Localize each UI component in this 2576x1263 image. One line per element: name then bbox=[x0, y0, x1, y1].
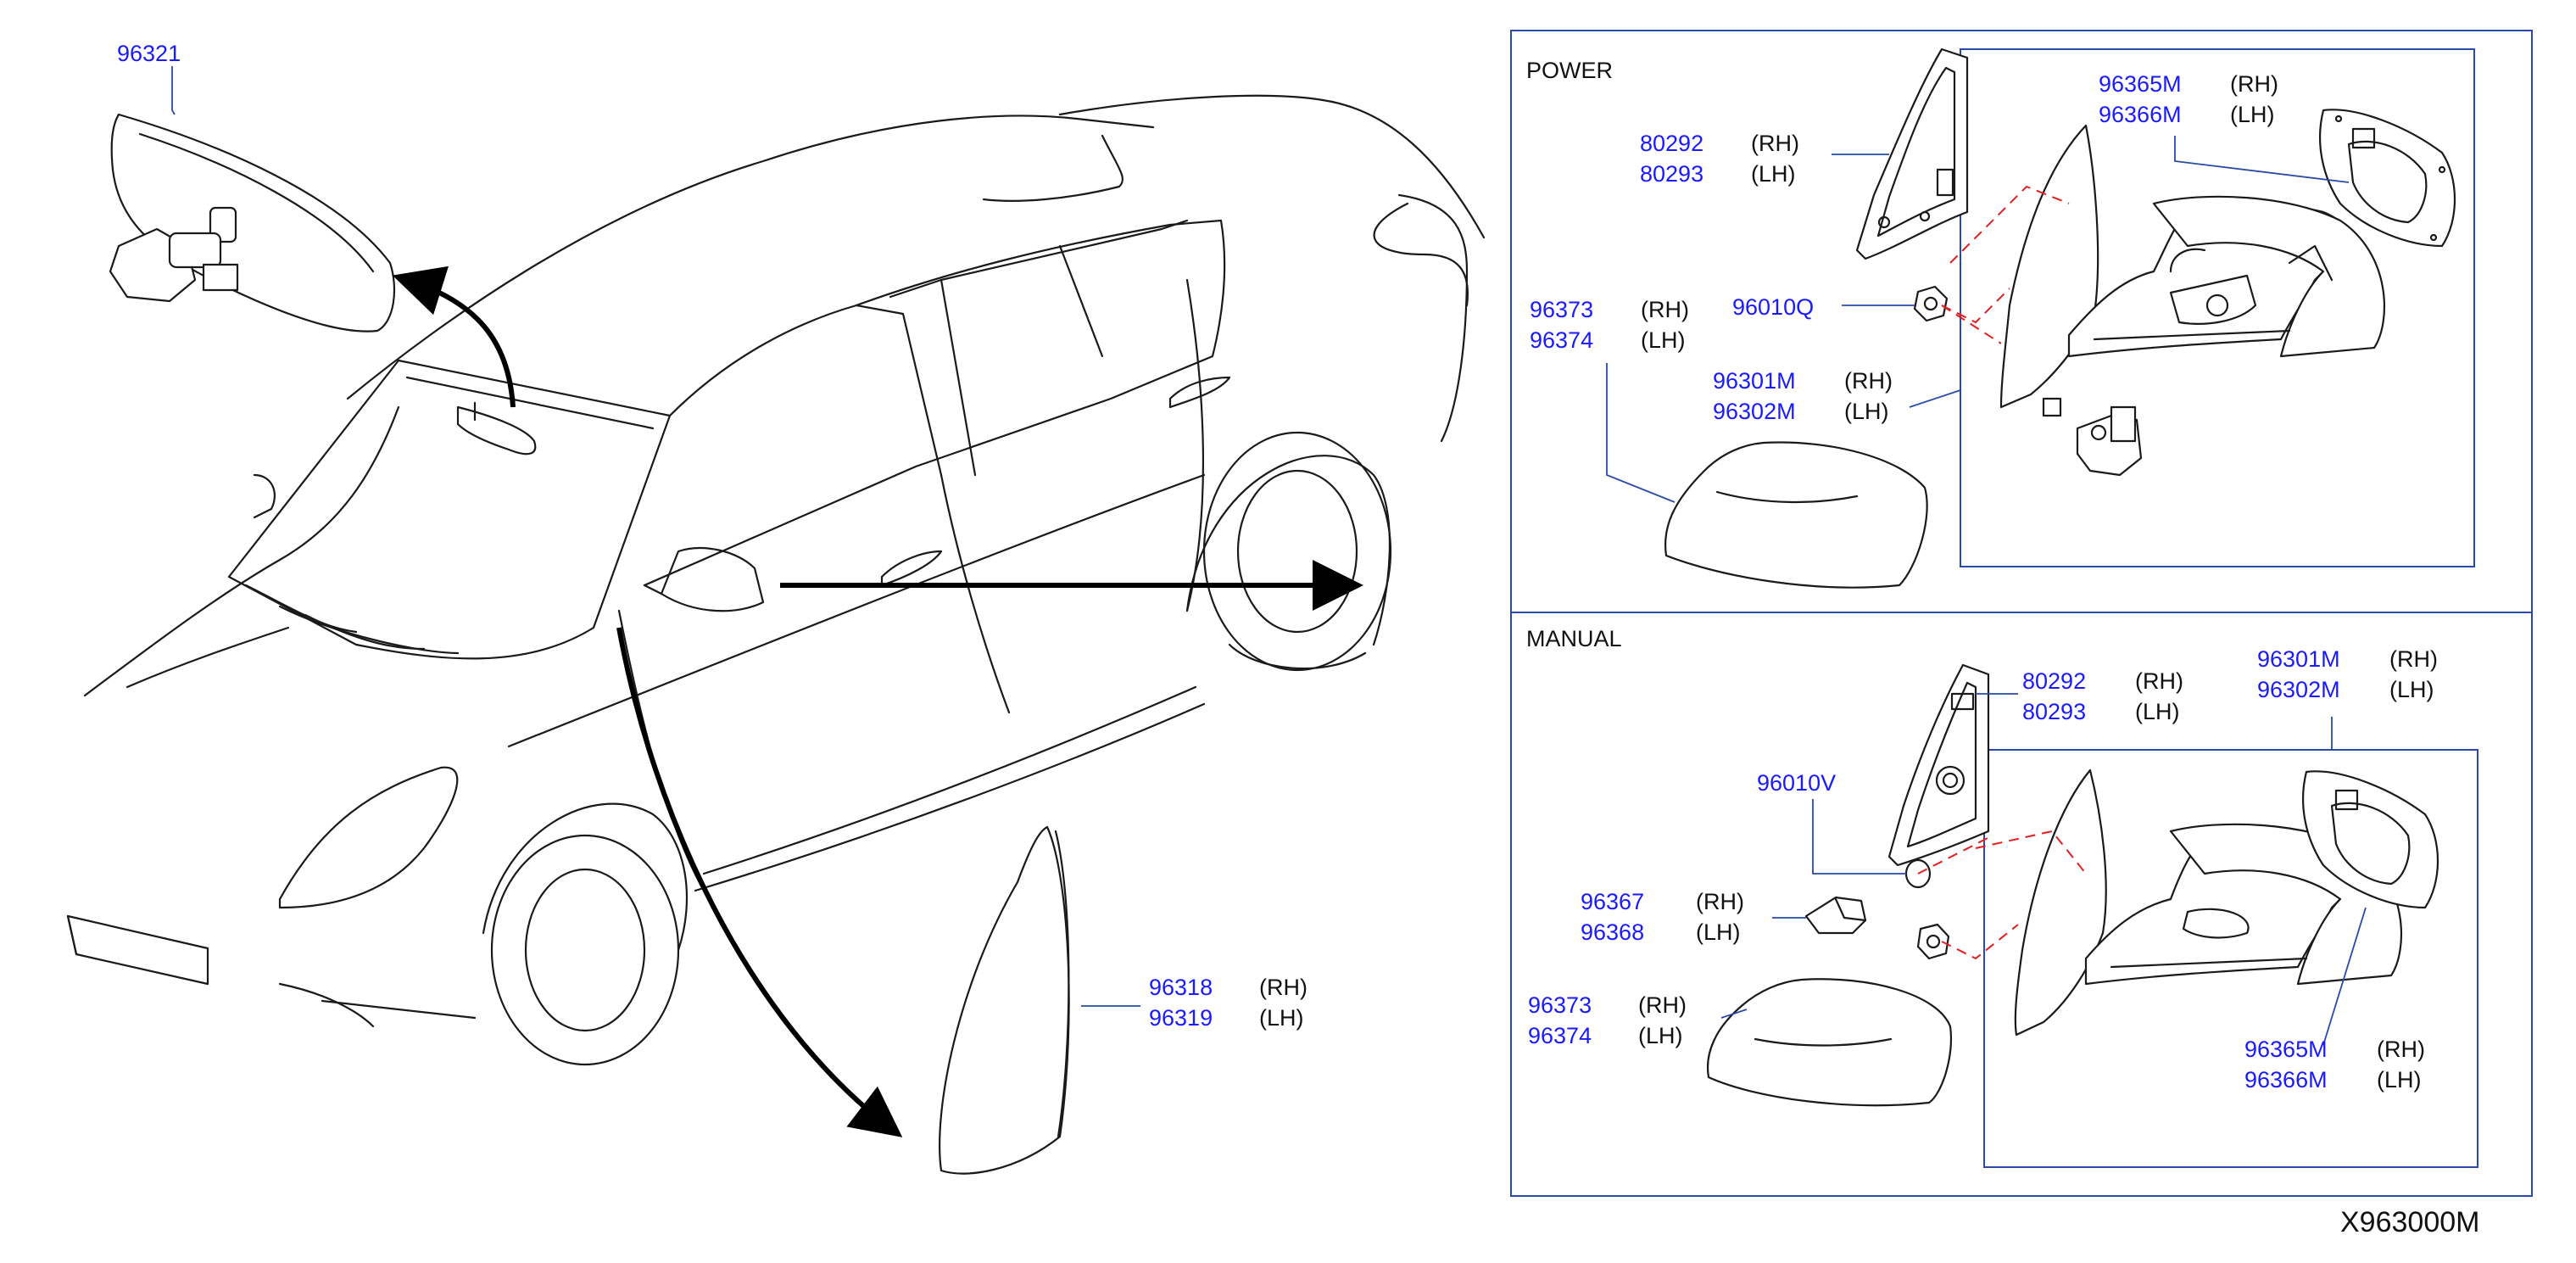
part-number-96318[interactable]: 96318 bbox=[1149, 975, 1213, 1000]
part-number-96319[interactable]: 96319 bbox=[1149, 1005, 1213, 1031]
side-label: (RH) bbox=[1641, 297, 1689, 322]
manual-triangle-cover bbox=[1887, 663, 1990, 867]
part-number-96366m-manual[interactable]: 96366M bbox=[2244, 1067, 2328, 1093]
part-number-96368[interactable]: 96368 bbox=[1581, 919, 1645, 945]
rear-view-mirror bbox=[109, 113, 396, 333]
part-number-96373-manual[interactable]: 96373 bbox=[1528, 992, 1592, 1018]
leader-power-96301 bbox=[1909, 389, 1961, 408]
manual-nut bbox=[1916, 923, 1950, 960]
side-label: (LH) bbox=[2135, 699, 2180, 724]
part-number-96367[interactable]: 96367 bbox=[1581, 889, 1645, 914]
power-nut bbox=[1913, 285, 1949, 322]
side-label: (RH) bbox=[1751, 131, 1799, 156]
part-number-96374-power[interactable]: 96374 bbox=[1530, 327, 1594, 353]
power-glass-plate bbox=[2318, 109, 2456, 248]
side-label: (RH) bbox=[2230, 71, 2278, 97]
side-label: (RH) bbox=[2377, 1037, 2425, 1062]
part-number-96010q[interactable]: 96010Q bbox=[1732, 294, 1815, 320]
part-number-80293-manual[interactable]: 80293 bbox=[2022, 699, 2087, 724]
part-number-80293-power[interactable]: 80293 bbox=[1640, 161, 1704, 187]
power-cover-cap-line bbox=[1715, 490, 1859, 504]
manual-dash-2 bbox=[1941, 924, 2019, 960]
mirror-glass bbox=[939, 825, 1070, 1175]
side-label: (LH) bbox=[2377, 1067, 2422, 1093]
manual-knob bbox=[1804, 896, 1867, 935]
side-label: (RH) bbox=[1844, 368, 1893, 394]
side-label: (LH) bbox=[1844, 399, 1889, 424]
side-label: (LH) bbox=[1638, 1023, 1683, 1048]
power-mirror-box bbox=[1960, 48, 2475, 567]
power-triangle-cover bbox=[1855, 48, 1969, 260]
diagram-id: X963000M bbox=[2340, 1206, 2480, 1238]
part-number-96302m-manual[interactable]: 96302M bbox=[2257, 677, 2340, 702]
side-label: (RH) bbox=[1259, 975, 1308, 1000]
side-label: (LH) bbox=[1751, 161, 1796, 187]
side-label: (LH) bbox=[1696, 919, 1741, 945]
manual-cover-cap bbox=[1707, 978, 1952, 1107]
manual-cover-cap-line bbox=[1754, 1037, 1893, 1047]
part-number-96373-power[interactable]: 96373 bbox=[1530, 297, 1594, 322]
leader-manual-96010 bbox=[1812, 799, 1906, 875]
part-number-96321[interactable]: 96321 bbox=[117, 41, 181, 66]
side-label: (RH) bbox=[2135, 668, 2183, 694]
power-dash-1 bbox=[1941, 288, 2010, 324]
power-mirror-body bbox=[1999, 124, 2386, 409]
part-number-96010v[interactable]: 96010V bbox=[1757, 770, 1837, 796]
part-number-96366m-power[interactable]: 96366M bbox=[2099, 102, 2182, 127]
side-label: (RH) bbox=[1696, 889, 1744, 914]
part-number-96301m-manual[interactable]: 96301M bbox=[2257, 646, 2340, 672]
power-dash-2 bbox=[1949, 185, 2070, 264]
part-number-96365m-manual[interactable]: 96365M bbox=[2244, 1037, 2328, 1062]
part-number-96365m-power[interactable]: 96365M bbox=[2099, 71, 2182, 97]
side-label: (LH) bbox=[1259, 1005, 1304, 1031]
power-actuator bbox=[2042, 397, 2143, 477]
part-number-96302m-power[interactable]: 96302M bbox=[1713, 399, 1796, 424]
manual-mirror-box bbox=[1983, 749, 2478, 1168]
part-number-96374-manual[interactable]: 96374 bbox=[1528, 1023, 1592, 1048]
power-cover-cap bbox=[1664, 441, 1928, 589]
leader-manual-96365 bbox=[2322, 907, 2367, 1046]
part-number-80292-power[interactable]: 80292 bbox=[1640, 131, 1704, 156]
side-label: (LH) bbox=[2230, 102, 2275, 127]
leader-power-96373 bbox=[1606, 363, 1676, 503]
manual-glass-plate bbox=[2301, 770, 2439, 909]
manual-dash-1 bbox=[1917, 835, 1993, 875]
part-number-96301m-power[interactable]: 96301M bbox=[1713, 368, 1796, 394]
part-number-80292-manual[interactable]: 80292 bbox=[2022, 668, 2087, 694]
power-dash-3 bbox=[1941, 305, 2002, 344]
section-title-power: POWER bbox=[1526, 58, 1614, 83]
side-label: (LH) bbox=[1641, 327, 1686, 353]
side-label: (LH) bbox=[2389, 677, 2434, 702]
arrow-to-rear-view-mirror bbox=[392, 265, 516, 408]
leader-96321 bbox=[171, 66, 176, 115]
manual-dash-3 bbox=[1975, 830, 2087, 875]
leader-manual-96373 bbox=[1720, 1009, 1748, 1019]
side-label: (RH) bbox=[1638, 992, 1687, 1018]
side-label: (RH) bbox=[2389, 646, 2438, 672]
arrow-to-mirror-glass bbox=[616, 627, 903, 1137]
section-title-manual: MANUAL bbox=[1526, 626, 1622, 651]
leader-power-96365 bbox=[2174, 136, 2350, 183]
